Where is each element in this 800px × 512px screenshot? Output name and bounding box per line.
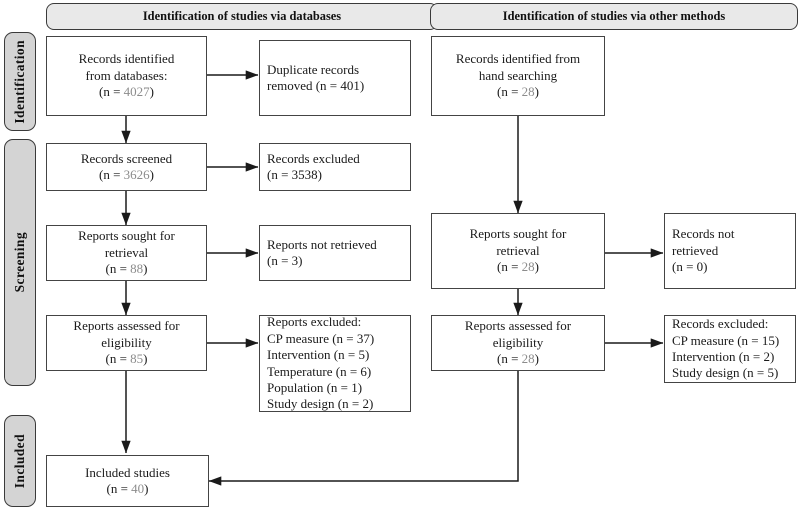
exclusion-reason: Study design (n = 2) (267, 396, 374, 412)
stage-label-included: Included (12, 433, 27, 489)
stage-band-identification: Identification (4, 32, 36, 131)
node-hand-records-excluded-reasons: Records excluded: CP measure (n = 15) In… (664, 315, 796, 383)
exclusion-reason: Intervention (n = 5) (267, 347, 370, 363)
node-heading: Records excluded: (672, 316, 769, 332)
node-line: (n = 3538) (267, 167, 322, 182)
node-reports-not-retrieved: Reports not retrieved (n = 3) (259, 225, 411, 281)
exclusion-reason: Temperature (n = 6) (267, 363, 372, 379)
node-line: retrieval (496, 242, 540, 258)
node-line: Records identified from (455, 51, 581, 67)
node-line: Duplicate records (267, 61, 360, 77)
exclusion-reason: CP measure (n = 15) (672, 332, 780, 348)
node-count: (n = 28) (496, 259, 539, 275)
node-line: Reports sought for (78, 228, 175, 244)
node-included-studies: Included studies (n = 40) (46, 455, 209, 507)
node-line: from databases: (85, 67, 168, 83)
column-header-databases: Identification of studies via databases (46, 3, 438, 30)
stage-label-identification: Identification (12, 39, 27, 124)
node-line: (n = 0) (672, 259, 708, 275)
node-count: (n = 88) (105, 261, 148, 277)
node-reports-assessed-eligibility: Reports assessed for eligibility (n = 85… (46, 315, 207, 371)
node-count: (n = 3626) (98, 167, 154, 182)
node-reports-sought-retrieval: Reports sought for retrieval (n = 88) (46, 225, 207, 281)
node-line: Reports sought for (469, 226, 567, 242)
stage-band-included: Included (4, 415, 36, 507)
exclusion-reason: Study design (n = 5) (672, 365, 779, 381)
node-records-excluded: Records excluded (n = 3538) (259, 143, 411, 191)
node-hand-reports-assessed-eligibility: Reports assessed for eligibility (n = 28… (431, 315, 605, 371)
node-heading: Reports excluded: (267, 314, 362, 330)
node-count: (n = 40) (106, 481, 149, 496)
stage-band-screening: Screening (4, 139, 36, 386)
node-line: Reports not retrieved (267, 236, 377, 252)
node-line: retrieval (104, 244, 149, 260)
node-count: (n = 4027) (98, 84, 154, 100)
node-line: Records identified (78, 51, 175, 67)
node-line: removed (n = 401) (267, 78, 365, 93)
exclusion-reason: Intervention (n = 2) (672, 349, 775, 364)
node-reports-excluded-reasons: Reports excluded: CP measure (n = 37) In… (259, 314, 411, 412)
node-line: retrieved (672, 242, 719, 258)
node-line: hand searching (478, 67, 558, 83)
node-count: (n = 28) (496, 351, 539, 367)
node-line: Records excluded (267, 150, 360, 166)
node-hand-reports-sought-retrieval: Reports sought for retrieval (n = 28) (431, 213, 605, 289)
node-line: Reports assessed for (73, 318, 180, 334)
node-line: eligibility (492, 334, 544, 350)
node-records-identified-databases: Records identified from databases: (n = … (46, 36, 207, 116)
node-line: Included studies (85, 464, 170, 480)
node-line: (n = 3) (267, 253, 303, 268)
node-line: Records not (672, 226, 735, 242)
column-header-other-methods: Identification of studies via other meth… (430, 3, 798, 30)
stage-label-screening: Screening (12, 232, 27, 293)
exclusion-reason: CP measure (n = 37) (267, 330, 375, 346)
node-records-screened: Records screened (n = 3626) (46, 143, 207, 191)
node-hand-records-not-retrieved: Records not retrieved (n = 0) (664, 213, 796, 289)
node-line: eligibility (101, 334, 152, 350)
node-count: (n = 28) (496, 84, 539, 100)
node-duplicate-records-removed: Duplicate records removed (n = 401) (259, 40, 411, 116)
node-count: (n = 85) (105, 351, 148, 367)
node-line: Reports assessed for (464, 318, 572, 334)
node-records-identified-hand-searching: Records identified from hand searching (… (431, 36, 605, 116)
node-line: Records screened (80, 150, 173, 166)
exclusion-reason: Population (n = 1) (267, 379, 363, 395)
